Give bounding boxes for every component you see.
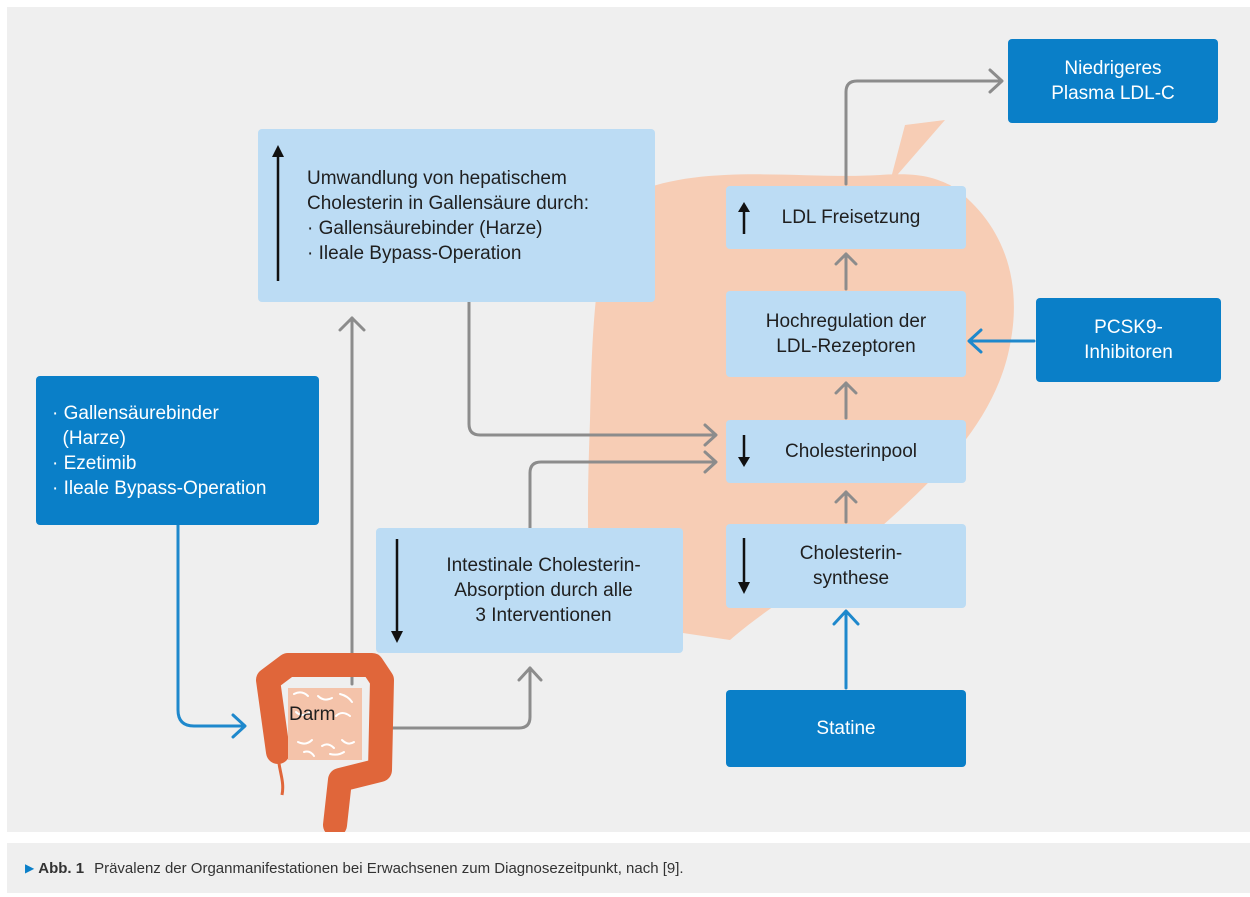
- figure-panel: Umwandlung von hepatischem Cholesterin i…: [7, 7, 1250, 832]
- synthesis-text: Cholesterin- synthese: [799, 543, 903, 589]
- lower-ldl-box: Niedrigeres Plasma LDL-C: [1008, 39, 1218, 123]
- caption-triangle-icon: ▶: [25, 861, 35, 875]
- arrow-binders-to-darm: [176, 523, 246, 728]
- up-arrow-icon: [738, 202, 750, 234]
- conversion-box: Umwandlung von hepatischem Cholesterin i…: [258, 129, 655, 302]
- intestinal-box: Intestinale Cholesterin- Absorption durc…: [376, 528, 683, 653]
- intestinal-text: Intestinale Cholesterin- Absorption durc…: [446, 555, 641, 626]
- down-arrow-icon: [738, 435, 750, 467]
- cholesterol-pool-text: Cholesterinpool: [784, 441, 918, 462]
- down-arrow-icon: [391, 539, 403, 643]
- ldl-release-text: LDL Freisetzung: [781, 207, 921, 228]
- binders-text: · Gallensäurebinder (Harze) · Ezetimib ·…: [52, 402, 267, 499]
- diagram-canvas: [176, 68, 1036, 832]
- conversion-text: Umwandlung von hepatischem Cholesterin i…: [307, 167, 589, 264]
- down-arrow-icon: [738, 538, 750, 594]
- caption-text: Prävalenz der Organmanifestationen bei E…: [94, 859, 684, 877]
- statine-box: Statine: [726, 690, 966, 767]
- darm-label: Darm: [289, 704, 336, 725]
- statine-text: Statine: [816, 718, 876, 739]
- intestine-icon: [256, 653, 394, 832]
- blue-arrows: [176, 328, 1036, 739]
- arrow-release-to-lower-ldl: [844, 79, 1003, 186]
- arrow-conversion-to-pool: [467, 300, 717, 437]
- pcsk9-box: PCSK9- Inhibitoren: [1036, 298, 1221, 382]
- upregulation-box: Hochregulation der LDL-Rezeptoren: [726, 291, 966, 377]
- up-arrow-icon: [272, 145, 284, 281]
- cholesterol-pool-box: Cholesterinpool: [726, 420, 966, 483]
- lower-ldl-text: Niedrigeres Plasma LDL-C: [1051, 58, 1175, 104]
- caption-label: Abb. 1: [38, 859, 85, 877]
- synthesis-box: Cholesterin- synthese: [726, 524, 966, 608]
- figure-caption: ▶ Abb. 1 Prävalenz der Organmanifestatio…: [7, 843, 1250, 893]
- binders-box: · Gallensäurebinder (Harze) · Ezetimib ·…: [36, 376, 319, 525]
- upregulation-text: Hochregulation der LDL-Rezeptoren: [765, 311, 927, 357]
- pcsk9-text: PCSK9- Inhibitoren: [1084, 317, 1173, 363]
- arrow-darm-to-intestinal: [383, 666, 532, 730]
- arrow-intestinal-to-pool: [528, 460, 717, 530]
- ldl-release-box: LDL Freisetzung: [726, 186, 966, 249]
- grey-arrows: [338, 68, 1004, 730]
